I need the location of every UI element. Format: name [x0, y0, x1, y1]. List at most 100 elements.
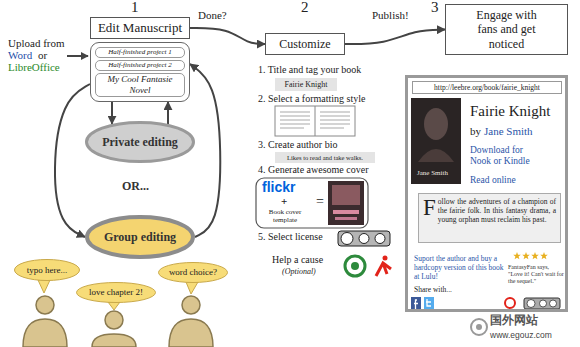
- url-bar: http://leebre.org/book/fairie_knight: [412, 81, 562, 94]
- cause-logo: [505, 298, 515, 308]
- flow-arrow: [345, 30, 445, 44]
- star: [540, 252, 548, 259]
- cover-thumbnail: [328, 181, 364, 225]
- equals-sign: =: [316, 194, 324, 210]
- person-body: [92, 334, 136, 347]
- license-icon: [338, 231, 390, 246]
- speech-bubble: love chapter 2!: [76, 282, 156, 303]
- license-mark: [341, 233, 353, 245]
- flow-arrow: [55, 84, 90, 237]
- cause-logo-core: [351, 262, 359, 270]
- upload-note: LibreOffice: [8, 61, 60, 74]
- cover-figure: [424, 108, 448, 140]
- cover-art: [332, 185, 360, 205]
- star: [522, 252, 530, 259]
- star: [513, 252, 521, 259]
- node-text: Private editing: [102, 135, 178, 149]
- flow-arrow: [167, 102, 169, 124]
- watermark: 国外网站: [490, 314, 538, 328]
- share-icon: [424, 297, 434, 309]
- cover-frame: [256, 178, 368, 228]
- node-text: by: [470, 125, 481, 138]
- rating-stars: [513, 252, 548, 259]
- cover-author: Jane Smith: [417, 169, 448, 177]
- flow-arrow: [111, 102, 113, 124]
- process-box: Customize: [265, 33, 345, 55]
- step-item: 1. Title and tag your book: [258, 64, 361, 76]
- upload-note: or: [38, 49, 47, 62]
- license-badge: [524, 298, 560, 309]
- star: [531, 252, 539, 259]
- person-head: [105, 311, 123, 329]
- node-text: Fairie Knight: [285, 80, 328, 90]
- process-ellipse: Private editing: [85, 121, 195, 163]
- ellipse-shape: [15, 260, 80, 281]
- share-icon: [411, 297, 421, 309]
- process-ellipse: Group editing: [85, 215, 195, 259]
- node-text: Follow the adventures of a champion of t…: [423, 197, 556, 224]
- book-cover: [411, 98, 461, 184]
- ellipse-shape: [87, 123, 194, 162]
- license-mark: [540, 300, 547, 307]
- cause-logo-figure: [376, 263, 391, 276]
- node-text: Edit Manuscript: [98, 20, 182, 36]
- node-text: Suport the author and buy a hardcopy ver…: [414, 254, 508, 281]
- page-fold: [315, 106, 316, 136]
- ellipse-shape: [77, 283, 156, 303]
- choice-note: OR...: [122, 180, 149, 194]
- step-number: 3: [431, 0, 439, 15]
- step-item: 5. Select license: [258, 231, 323, 243]
- person-body: [169, 319, 213, 347]
- format-thumbnail: [275, 106, 355, 136]
- node-text: word choice?: [169, 267, 217, 278]
- person-body: [23, 319, 67, 347]
- step-item: Help a cause: [272, 254, 323, 266]
- step-number: 2: [301, 0, 309, 15]
- license-mark: [550, 300, 557, 307]
- flickr-logo: flickr: [262, 179, 295, 195]
- license-mark: [375, 234, 385, 244]
- template-note: Book cover template: [259, 208, 311, 224]
- bubble-tail: [108, 302, 120, 310]
- node-text: FantasyFan says, "Love it! Can't wait fo…: [508, 264, 564, 286]
- step-number: 1: [131, 0, 139, 15]
- node-text: typo here...: [27, 265, 68, 276]
- edge-label: Done?: [197, 9, 228, 22]
- cover-title-bar: [333, 210, 359, 214]
- step-item: 4. Generate awesome cover: [258, 164, 369, 176]
- node-text: Read online: [470, 175, 516, 186]
- bubble-tail: [38, 280, 50, 293]
- node-text: Engage with fans and get noticed: [468, 8, 545, 51]
- flow-arrow: [190, 28, 265, 44]
- watermark-logo: [476, 324, 482, 330]
- node-text: Jane Smith: [484, 125, 533, 138]
- plus-sign: +: [281, 195, 287, 208]
- watermark-logo: [471, 319, 487, 335]
- node-text: Share with...: [414, 285, 452, 294]
- ellipse-shape: [87, 217, 193, 257]
- node-text: Customize: [279, 37, 330, 51]
- license-mark: [359, 234, 369, 244]
- person-head: [36, 296, 54, 314]
- cover-figure: [418, 149, 454, 162]
- input-field: Likes to read and take walks.: [275, 152, 375, 163]
- book-page-panel: Fairie KnightbyJane SmithDownload for No…: [405, 75, 568, 312]
- share-icon-mark: [426, 299, 431, 306]
- cause-logo-head: [383, 256, 388, 261]
- step-item: 3. Create author bio: [258, 139, 337, 151]
- upload-arrow: [67, 55, 88, 57]
- page-outline: [275, 106, 355, 136]
- step-item: 2. Select a formatting style: [258, 93, 365, 105]
- input-field: Fairie Knight: [275, 78, 337, 91]
- share-icon-mark: [414, 300, 418, 309]
- ellipse-shape: [159, 263, 228, 283]
- cause-logo: [345, 256, 365, 276]
- speech-bubble: typo here...: [14, 259, 80, 281]
- text-lines: [280, 112, 350, 128]
- manuscript-list: Half-finished project 1Half-finished pro…: [90, 42, 190, 102]
- upload-note: Upload from: [8, 37, 65, 50]
- node-text: Download for Nook or Kindle: [470, 145, 540, 168]
- flow-arrow: [190, 64, 220, 237]
- license-badge: [338, 231, 390, 246]
- cover-image: [328, 181, 364, 225]
